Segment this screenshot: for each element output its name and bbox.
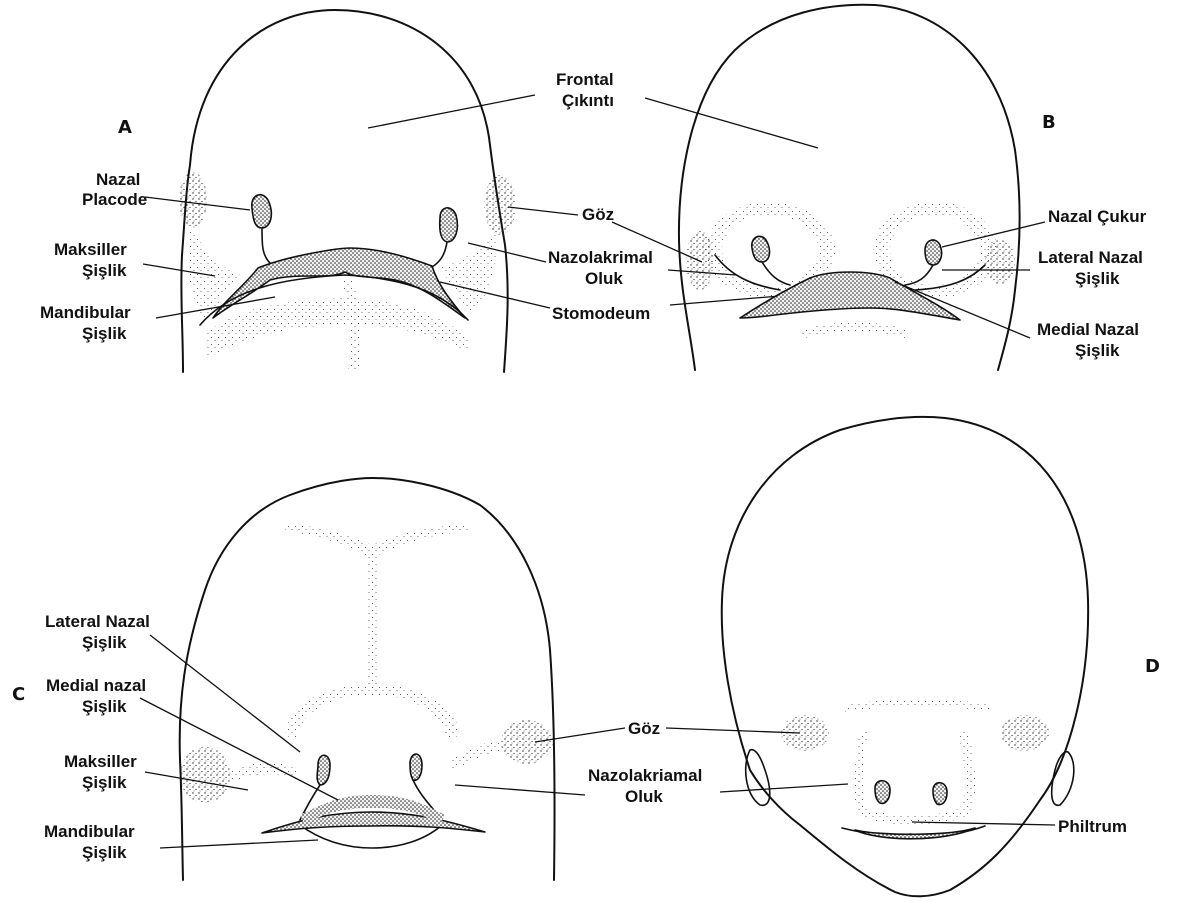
nasolacrimal-label-1-ab: Nazolakrimal (548, 248, 653, 267)
panel-c-stomodeum (262, 812, 485, 833)
panel-b-eye-left (686, 230, 714, 290)
panel-a-maxillary-stipple-left (179, 172, 207, 228)
panel-c-upper-lip-line (300, 825, 442, 848)
panel-d-eye-leader (666, 728, 800, 733)
panel-c-maxillary-label-1: Maksiller (64, 752, 137, 771)
panel-a-letter: A (118, 117, 132, 138)
panel-a-nasal-placode-right (440, 208, 458, 242)
panel-c-mandibular-label-1: Mandibular (44, 822, 135, 841)
frontal-label-2: Çıkıntı (562, 91, 614, 110)
panel-a-mandibular-stipple (205, 298, 470, 360)
nasolacrimal-label-2-ab: Oluk (585, 269, 623, 288)
eye-label-cd: Göz (628, 719, 660, 738)
panel-c-forehead-stipple (285, 525, 470, 690)
panel-c-maxillary-label-2: Şişlik (82, 773, 127, 792)
panel-a-nasal-placode-label-2: Placode (82, 190, 147, 209)
panel-b-eye-right (985, 240, 1015, 284)
panel-c-nostril-left (317, 755, 330, 785)
panel-a-nasal-placode-label-1: Nazal (96, 170, 140, 189)
panel-c-nostril-right (410, 754, 422, 780)
panel-a-maxillary-stipple-right (484, 175, 516, 235)
panel-b: B Nazal Çukur Lateral Nazal Şişlik Media… (679, 5, 1147, 370)
panel-c-medial-nasal-label-1: Medial nazal (46, 676, 146, 695)
panel-b-medial-nasal-label-2: Şişlik (1075, 341, 1120, 360)
panel-d-letter: D (1145, 656, 1160, 677)
panel-a-mandibular-label-1: Mandibular (40, 303, 131, 322)
panel-a-eye-leader (508, 207, 578, 215)
panel-d-nostril-right (933, 783, 947, 805)
panel-b-letter: B (1042, 112, 1056, 133)
panel-c-eye-right (501, 720, 553, 764)
panel-c-nasal-ring-stipple (285, 683, 460, 740)
panel-a-nasal-placode-left (252, 195, 272, 228)
panel-d: D Philtrum (722, 417, 1160, 896)
panel-d-ear-left (746, 750, 770, 806)
panel-d-eye-right (1001, 715, 1049, 751)
panel-d-eye-left (781, 715, 829, 751)
panel-d-philtrum-label: Philtrum (1058, 817, 1127, 836)
nasolacrimal-label-2-cd: Oluk (625, 787, 663, 806)
panel-b-frontal-leader (645, 98, 818, 148)
panel-c-eye-left (180, 747, 230, 803)
panel-b-mandible-stipple (800, 323, 910, 339)
panel-c-maxillary-stipple-right (450, 740, 505, 772)
panel-c-maxillary-stipple-left (230, 763, 298, 783)
panel-d-brow-stipple (845, 700, 990, 712)
nasolacrimal-label-1-cd: Nazolakriamal (588, 766, 702, 785)
stomodeum-label: Stomodeum (552, 304, 650, 323)
panel-c-mandibular-leader (160, 840, 318, 848)
panel-d-nostril-left (875, 781, 890, 804)
panel-a-stomodeum-leader (440, 282, 550, 308)
panel-c-letter: C (12, 684, 25, 705)
panel-a: A Nazal Placode Maksiller Şişlik Mandibu… (40, 10, 535, 372)
panel-c-lateral-nasal-label-1: Lateral Nazal (45, 612, 150, 631)
frontal-label-1: Frontal (556, 70, 614, 89)
eye-label-ab: Göz (582, 205, 614, 224)
panel-b-head-outline (679, 5, 1020, 370)
panel-a-maxillary-label-1: Maksiller (54, 240, 127, 259)
panel-c-lateral-nasal-label-2: Şişlik (82, 633, 127, 652)
panel-b-lateral-nasal-label-2: Şişlik (1075, 269, 1120, 288)
panel-b-nasal-pit-right (925, 240, 942, 265)
panel-b-medial-nasal-label-1: Medial Nazal (1037, 320, 1139, 339)
panel-c-mandibular-label-2: Şişlik (82, 843, 127, 862)
panel-a-maxillary-label-2: Şişlik (82, 261, 127, 280)
panel-c-nasolacrimal-leader (455, 785, 585, 795)
panel-b-nasal-pit-left (752, 236, 770, 262)
panel-d-mouth (855, 828, 975, 839)
panel-a-groove-right (432, 242, 447, 267)
panel-c-lateral-nasal-leader (150, 635, 300, 752)
panel-c-medial-nasal-label-2: Şişlik (82, 697, 127, 716)
panel-a-mandibular-label-2: Şişlik (82, 324, 127, 343)
panel-d-nose-stipple (854, 730, 975, 825)
panel-c: C Lateral Nazal Şişlik Medial nazal Şişl… (12, 478, 555, 880)
panel-a-frontal-leader (368, 95, 535, 128)
panel-a-groove-left (262, 228, 270, 263)
panel-b-nasal-pit-label: Nazal Çukur (1048, 207, 1147, 226)
panel-b-lateral-nasal-label-1: Lateral Nazal (1038, 248, 1143, 267)
panel-d-nasolacrimal-leader (720, 784, 848, 792)
